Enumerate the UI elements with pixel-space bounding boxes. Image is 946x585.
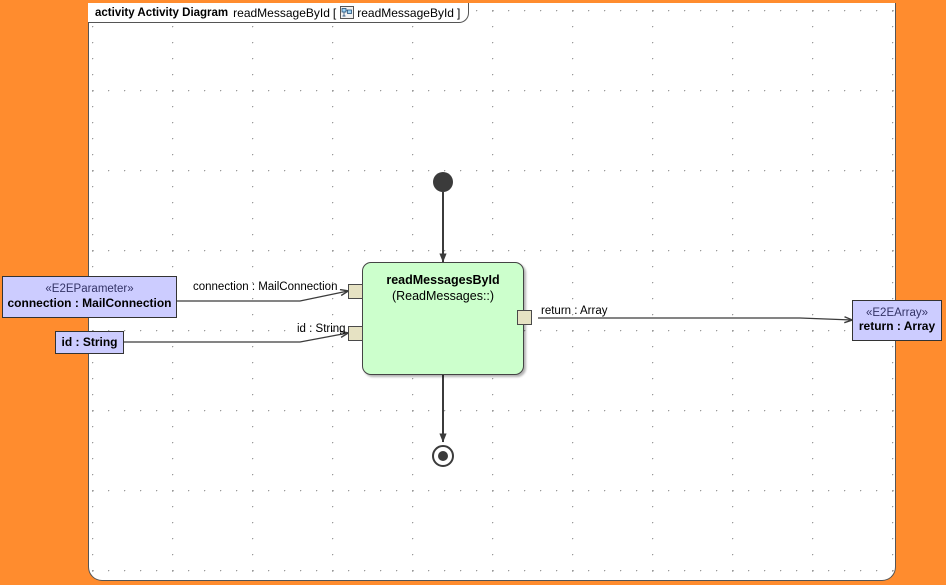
- frame-keyword: activity Activity Diagram: [95, 6, 229, 19]
- frame-name: readMessageById: [233, 5, 330, 20]
- initial-node[interactable]: [433, 172, 453, 192]
- frame-bracket-open: [: [332, 5, 337, 20]
- parameter-stereotype-connection: «E2EParameter»: [45, 283, 134, 296]
- diagram-frame-header: activity Activity Diagram readMessageByI…: [88, 3, 470, 23]
- activity-final-node[interactable]: [432, 445, 454, 467]
- parameter-node-id[interactable]: id : String: [55, 331, 124, 354]
- connection-input-pin[interactable]: [348, 284, 363, 299]
- action-title: readMessagesById: [386, 273, 500, 287]
- parameter-node-connection[interactable]: «E2EParameter» connection : MailConnecti…: [2, 276, 177, 318]
- edge-label-connection: connection : MailConnection: [193, 281, 338, 293]
- edge-label-return: return : Array: [541, 305, 608, 317]
- parameter-label-id: id : String: [61, 334, 118, 349]
- parameter-label-connection: connection : MailConnection: [7, 295, 172, 310]
- final-node-core: [438, 451, 448, 461]
- return-output-pin[interactable]: [517, 310, 532, 325]
- action-node-readMessagesById[interactable]: readMessagesById (ReadMessages::): [362, 262, 524, 375]
- frame-qualified-name: readMessageById: [357, 5, 454, 20]
- edge-label-id: id : String: [297, 323, 346, 335]
- id-input-pin[interactable]: [348, 326, 363, 341]
- parameter-label-return: return : Array: [858, 319, 936, 334]
- parameter-node-return[interactable]: «E2EArray» return : Array: [852, 300, 942, 341]
- frame-bracket-close: ]: [456, 5, 461, 20]
- activity-diagram-icon: [340, 6, 355, 19]
- action-subtitle: (ReadMessages::): [391, 289, 495, 303]
